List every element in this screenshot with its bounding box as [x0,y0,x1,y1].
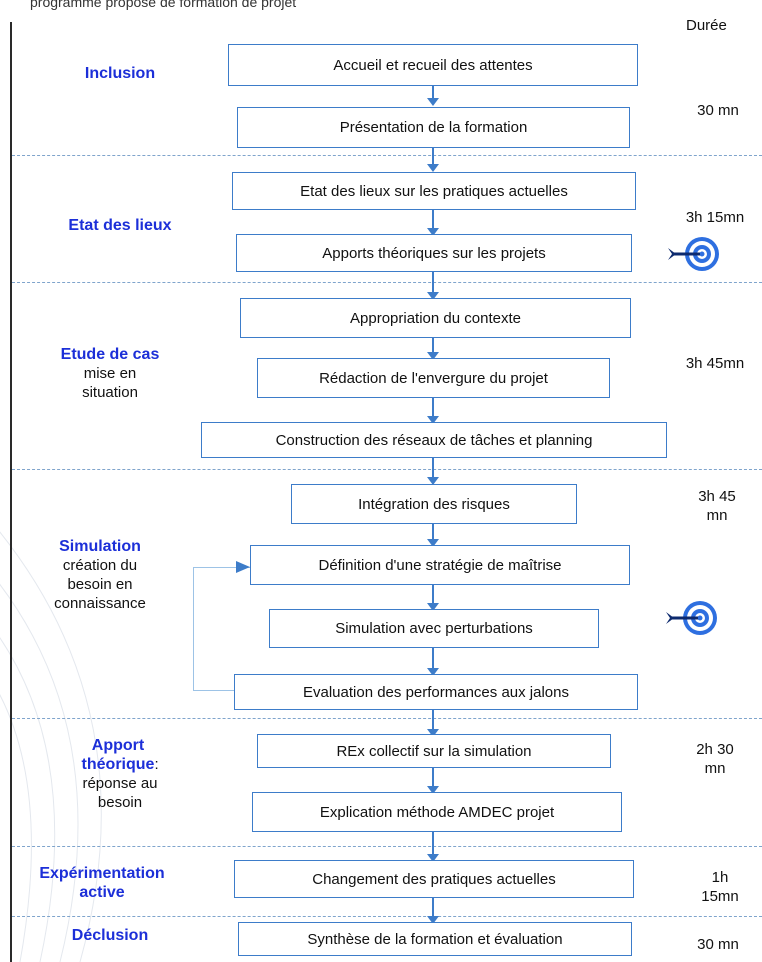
duration-etat-des-lieux: 3h 15mn [685,209,745,226]
duration-apport-theorique: 2h 30 mn [696,741,734,777]
flow-arrow [427,458,439,485]
step-simulation-perturbations: Simulation avec perturbations [269,609,599,648]
flow-arrow [427,148,439,172]
duration-simulation: 3h 45 mn [698,488,736,524]
flow-arrow [427,710,439,737]
phase-title: Etat des lieux [68,217,172,234]
flow-arrow [427,210,439,236]
flow-arrow [427,585,439,611]
phase-apport-theorique: Apport théorique : réponse au besoin [20,736,220,812]
flow-arrow [427,338,439,360]
left-frame-line [10,22,12,962]
phase-title: Simulation [59,538,141,555]
flow-arrow [427,898,439,924]
step-changement-pratiques: Changement des pratiques actuelles [234,860,634,898]
duration-inclusion: 30 mn [697,102,739,119]
phase-divider [12,469,762,470]
duration-experimentation: 1h 15mn [701,869,739,905]
duration-etude-de-cas: 3h 45mn [685,355,745,372]
phase-subtitle: création du besoin en connaissance [54,557,146,612]
top-cut-text: programme proposé de formation de projet [30,0,297,10]
phase-title: Déclusion [71,927,149,944]
step-appropriation: Appropriation du contexte [240,298,631,338]
step-synthese: Synthèse de la formation et évaluation [238,922,632,956]
step-evaluation-jalons: Evaluation des performances aux jalons [234,674,638,710]
step-redaction: Rédaction de l'envergure du projet [257,358,610,398]
phase-divider [12,916,762,917]
phase-declusion: Déclusion [10,926,210,945]
phase-title-suffix: : [154,756,159,773]
flow-arrow [427,86,439,106]
phase-title: Expérimentation active [39,865,165,901]
target-arrow-icon [666,601,717,635]
step-accueil: Accueil et recueil des attentes [228,44,638,86]
phase-experimentation: Expérimentation active [2,864,202,902]
step-etat-des-lieux: Etat des lieux sur les pratiques actuell… [232,172,636,210]
phase-divider [12,718,762,719]
phase-title: Apport théorique [81,737,155,773]
phase-divider [12,282,762,283]
step-explication-amdec: Explication méthode AMDEC projet [252,792,622,832]
phase-simulation: Simulation création du besoin en connais… [0,537,200,613]
flow-arrow [427,832,439,862]
phase-title: Inclusion [84,65,156,82]
step-definition-strategie: Définition d'une stratégie de maîtrise [250,545,630,585]
phase-title: Etude de cas [60,346,160,363]
flow-arrow [427,272,439,300]
flow-arrow [427,398,439,424]
phase-divider [12,155,762,156]
phase-etat-des-lieux: Etat des lieux [20,216,220,235]
phase-inclusion: Inclusion [20,64,220,83]
flow-arrow [427,768,439,794]
feedback-loop-line [193,567,252,691]
flow-arrow [427,524,439,547]
step-integration-risques: Intégration des risques [291,484,577,524]
duration-column-header: Durée [686,17,727,34]
phase-subtitle: réponse au besoin [82,775,158,811]
step-apports-theoriques: Apports théoriques sur les projets [236,234,632,272]
phase-subtitle: mise en situation [82,365,138,401]
step-rex-collectif: REx collectif sur la simulation [257,734,611,768]
phase-divider [12,846,762,847]
step-construction: Construction des réseaux de tâches et pl… [201,422,667,458]
target-arrow-icon [668,237,719,271]
flow-arrow [427,648,439,676]
step-presentation: Présentation de la formation [237,107,630,148]
feedback-loop-arrowhead [236,561,250,573]
duration-declusion: 30 mn [697,936,739,953]
phase-etude-de-cas: Etude de cas mise en situation [10,345,210,402]
